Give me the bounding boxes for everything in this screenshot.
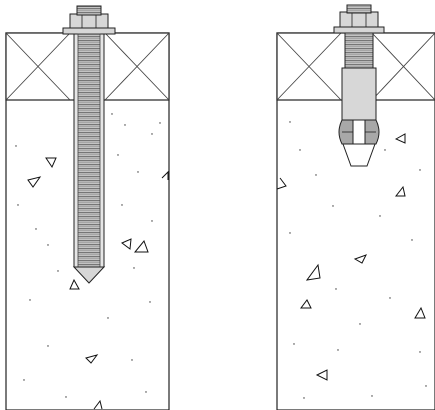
rod-tip (72, 266, 106, 284)
nut-left (69, 13, 109, 29)
aggregate-left (27, 157, 169, 410)
concrete-speckles-left (15, 113, 161, 398)
rod-threads (77, 33, 101, 268)
aggregate-right (276, 133, 426, 381)
washer-right (333, 26, 385, 34)
nut-right (339, 11, 379, 28)
bolt-shank (341, 67, 377, 121)
expansion-cone (342, 143, 376, 167)
bolt-threaded-section (344, 32, 374, 69)
bolt-top-right (346, 4, 372, 14)
washer-left (62, 27, 116, 35)
wedge-expansion-anchor-panel (276, 4, 435, 410)
rod-top-left (76, 5, 102, 16)
threaded-rod-anchor-panel (5, 5, 170, 410)
expansion-clip (338, 119, 380, 145)
concrete-speckles-right (289, 121, 427, 399)
